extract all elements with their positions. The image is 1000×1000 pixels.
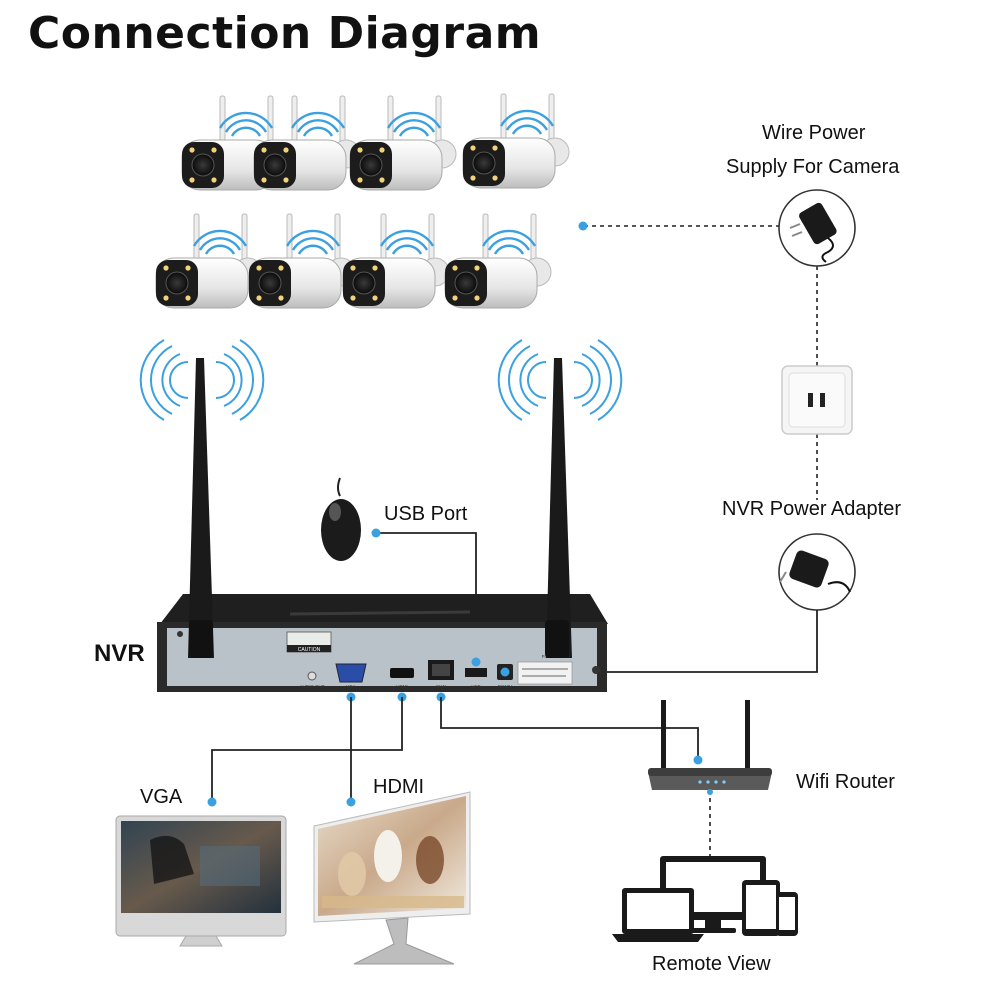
camera-power-dot [578,221,588,231]
nvr-power-line [510,610,818,673]
wire-power-label-line2: Supply For Camera [726,156,900,178]
camera-4 [461,92,571,190]
nvr-power-adapter-label: NVR Power Adapter [722,498,901,520]
vga-monitor-dot [207,797,217,807]
vga-cable [211,697,403,802]
audio-out-port-label: AUDIO OUT [299,684,324,689]
page-title: Connection Diagram [28,8,542,59]
hdmi-monitor-dot [346,797,356,807]
wifi-router-icon [648,700,772,790]
dc-port-label: DC12V [498,684,513,689]
nvr-device: CAUTION AUDIO OUT VGA HDMI WAN USB DC12V… [157,358,608,692]
wan-cable [440,697,699,760]
remote-view-label: Remote View [652,953,771,975]
camera-3 [348,94,458,192]
camera-5 [154,212,264,310]
vga-monitor-icon [115,815,287,947]
camera-group [154,92,571,310]
mouse-icon [321,477,361,561]
camera-power-line [584,225,818,500]
hdmi-port-label: HDMI [396,684,408,689]
usb-port-dot [471,657,481,667]
nvr-label: NVR [94,640,145,667]
wall-outlet-icon [781,365,853,435]
remote-view-devices-icon [612,856,798,942]
router-dot [707,789,713,795]
hdmi-label: HDMI [373,776,425,798]
vga-port-label: VGA [346,684,356,689]
camera-6 [247,212,357,310]
wifi-router-label: Wifi Router [796,771,895,793]
vga-label: VGA [140,786,183,808]
router-wan-dot [693,755,703,765]
camera-7 [341,212,451,310]
wan-port-label: WAN [436,684,446,689]
usb-port-label: USB Port [384,503,468,525]
usb-port-panel-label: USB [471,684,480,689]
camera-8 [443,212,553,310]
nvr-power-adapter-icon [778,533,856,611]
hdmi-monitor-icon [313,791,471,965]
power-port-dot [500,667,510,677]
wire-power-label: Wire Power [762,122,866,144]
camera-power-adapter-icon [778,189,856,267]
usb-dot [371,528,381,538]
caution-sticker-text: CAUTION [298,647,321,653]
